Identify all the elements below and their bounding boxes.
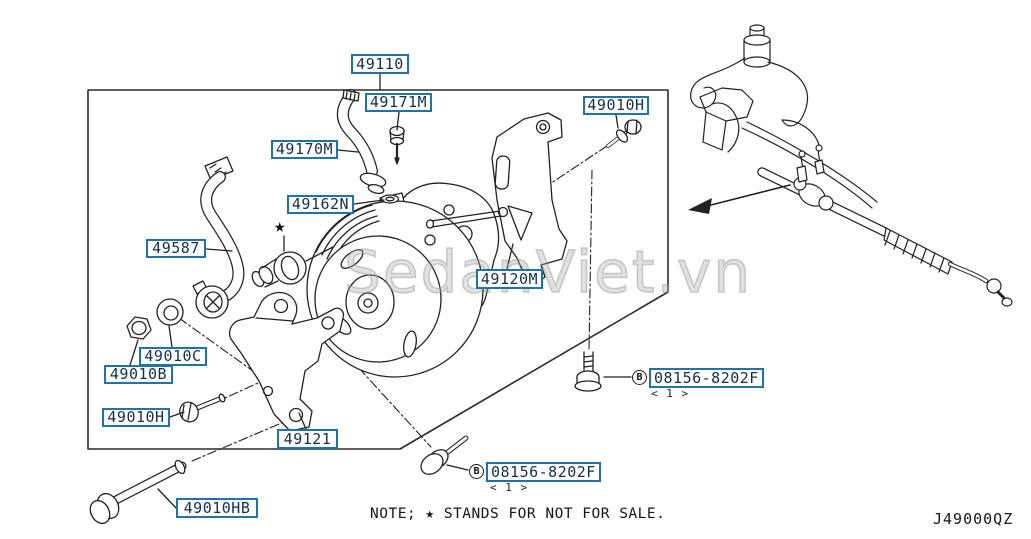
connector-fitting-nfs [251,235,334,288]
part-label-49170M: 49170M [271,140,338,159]
part-label-49010B: 49010B [104,365,173,384]
part-label-49120M: 49120M [476,269,543,289]
bracket-49120M [491,112,568,286]
suction-hose-49170M [336,89,387,195]
washer-49010C [156,298,184,326]
bracket-49121 [228,291,345,432]
o-ring-49162N [380,194,400,204]
label-leader-lines [129,73,632,509]
part-label-49171M: 49171M [365,93,432,112]
quantity-lower: < 1 > [490,481,529,494]
part-label-49010HB: 49010HB [176,498,258,518]
eye-bolt-49171M [389,125,405,165]
bolt-08156-upper [574,351,602,392]
steering-system-overview [690,24,1013,307]
view-direction-arrow [688,184,791,214]
part-label-49121: 49121 [277,429,338,449]
bolt-symbol-b-upper: B [632,370,647,385]
bolt-49010HB [89,459,187,525]
power-steering-pump [306,182,502,378]
bolt-49010H-upper [606,119,642,148]
part-label-08156-8202F-lower: 08156-8202F [486,462,601,482]
part-label-49010H-bottom: 49010H [102,408,170,427]
diagram-frame [87,89,669,450]
bolt-symbol-b-lower: B [469,464,484,479]
part-label-49162N: 49162N [287,195,354,214]
part-label-08156-8202F-upper: 08156-8202F [649,368,764,388]
quantity-upper: < 1 > [651,387,690,400]
part-label-49587: 49587 [146,239,206,258]
not-for-sale-star: ★ [274,215,286,237]
part-label-49110: 49110 [351,54,409,74]
nut-49010B [126,316,152,340]
diagram-note: NOTE; ★ STANDS FOR NOT FOR SALE. [370,506,666,522]
part-label-49010H-top: 49010H [583,96,649,115]
tube-49587 [192,156,245,319]
bolt-08156-lower [420,435,469,475]
part-label-49010C: 49010C [139,347,207,366]
bolt-49010H-lower [179,393,226,423]
diagram-code: J49000QZ [933,510,1014,528]
